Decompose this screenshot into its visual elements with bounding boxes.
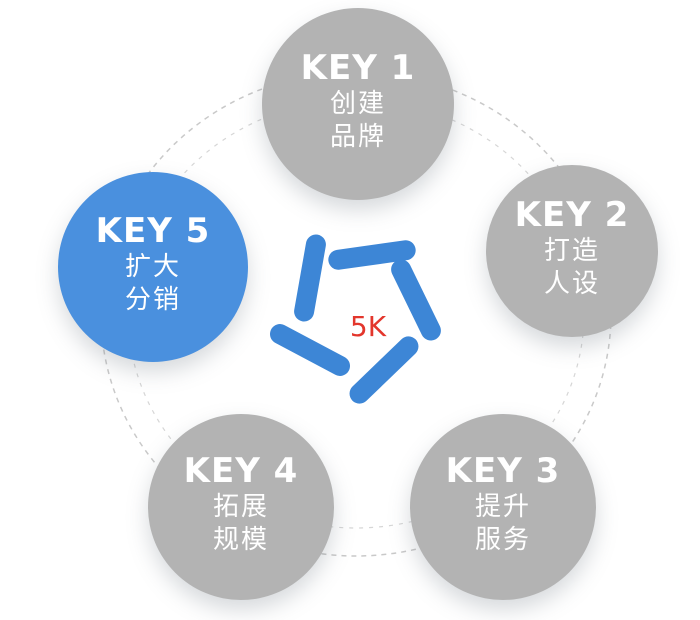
key-1-line-2: 品牌 xyxy=(329,121,386,152)
key-4-line-2: 规模 xyxy=(212,524,269,555)
key-3-title: KEY 3 xyxy=(445,450,561,491)
key-3-node: KEY 3 提升 服务 xyxy=(410,414,596,600)
key-2-line-2: 人设 xyxy=(543,268,600,299)
key-2-node: KEY 2 打造 人设 xyxy=(486,165,658,337)
center-label: 5K xyxy=(350,310,387,343)
key-1-line-1: 创建 xyxy=(329,89,386,120)
key-3-line-2: 服务 xyxy=(474,524,531,555)
key-4-line-1: 拓展 xyxy=(212,492,269,523)
key-3-line-1: 提升 xyxy=(474,492,531,523)
key-2-title: KEY 2 xyxy=(514,194,630,235)
key-4-node: KEY 4 拓展 规模 xyxy=(148,414,334,600)
pentagon-spiral-logo-icon xyxy=(269,234,441,404)
key-5-line-2: 分销 xyxy=(124,284,181,315)
key-1-node: KEY 1 创建 品牌 xyxy=(262,8,454,200)
key-2-line-1: 打造 xyxy=(543,236,600,267)
key-1-title: KEY 1 xyxy=(300,47,416,88)
key-4-title: KEY 4 xyxy=(183,450,299,491)
key-5-title: KEY 5 xyxy=(95,210,211,251)
key-5-node: KEY 5 扩大 分销 xyxy=(58,172,248,362)
key-5-line-1: 扩大 xyxy=(124,252,181,283)
